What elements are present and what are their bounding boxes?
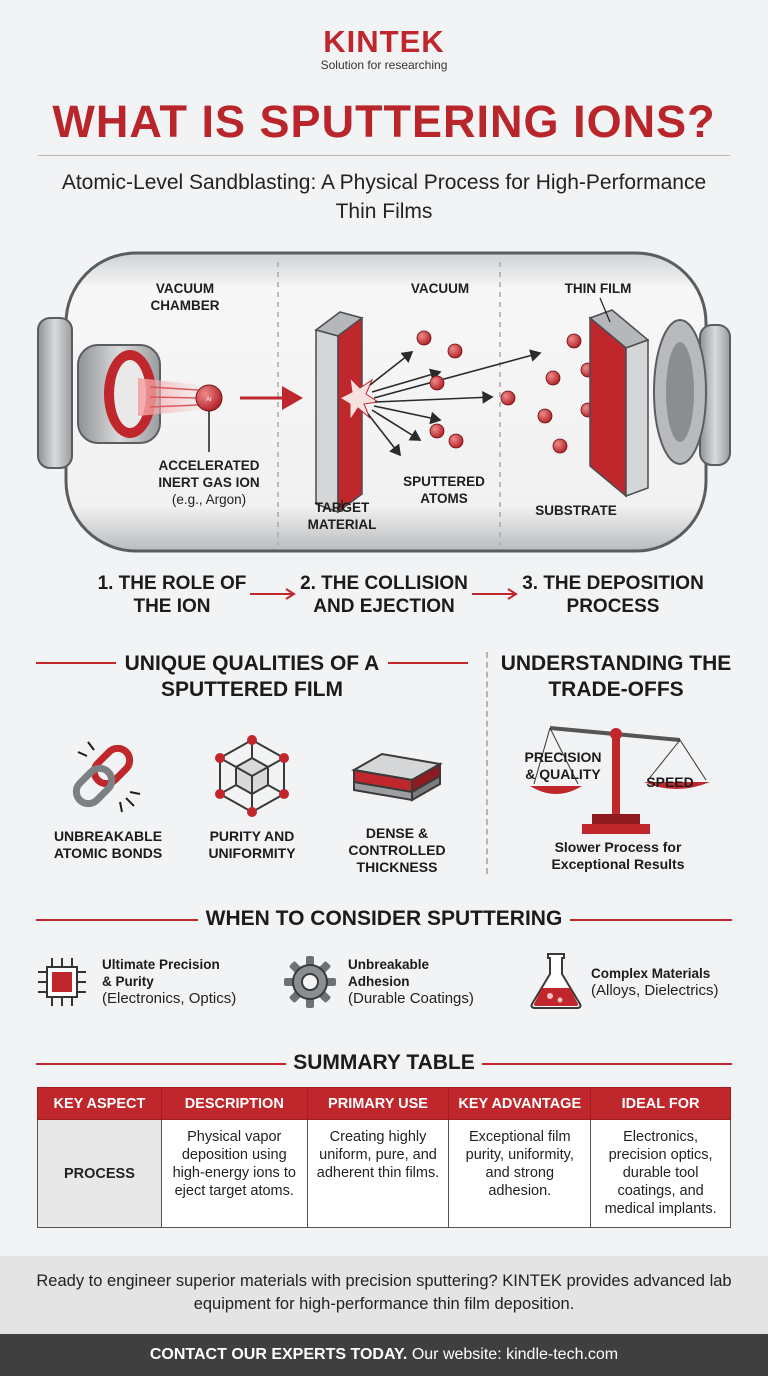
- speed-label: SPEED: [646, 774, 694, 790]
- table-cell: Physical vapor deposition using high-ene…: [160, 1119, 308, 1228]
- target-material: [315, 329, 339, 514]
- flask-icon: [530, 953, 582, 1009]
- table-cell: Electronics, precision optics, durable t…: [590, 1119, 731, 1228]
- table-row: PROCESS Physical vapor deposition using …: [37, 1119, 731, 1228]
- table-header-row: KEY ASPECT DESCRIPTION PRIMARY USE KEY A…: [37, 1087, 731, 1120]
- table-cell: PROCESS: [37, 1119, 162, 1228]
- table-cell: Exceptional film purity, uniformity, and…: [448, 1119, 592, 1228]
- title-divider: [38, 155, 730, 156]
- when-precision: Ultimate Precision & Purity (Electronics…: [102, 957, 237, 1007]
- crystal-lattice-icon: [215, 735, 289, 817]
- step-arrow-1: [250, 588, 296, 600]
- footer-bar: CONTACT OUR EXPERTS TODAY. Our website: …: [0, 1334, 768, 1376]
- layered-film-icon: [351, 752, 443, 802]
- label-ion-2: INERT GAS ION: [158, 475, 259, 490]
- when-heading: WHEN TO CONSIDER SPUTTERING: [205, 907, 563, 930]
- label-target-2: MATERIAL: [308, 517, 377, 532]
- column-header: DESCRIPTION: [160, 1087, 308, 1120]
- label-vacuum: VACUUM: [411, 281, 469, 296]
- column-header: KEY ASPECT: [37, 1087, 162, 1120]
- summary-table: KEY ASPECT DESCRIPTION PRIMARY USE KEY A…: [37, 1087, 731, 1228]
- substrate-film: [589, 316, 627, 498]
- sputtering-chamber-diagram: Ar VACUUM CHAMBER VACU: [37, 251, 731, 553]
- step-arrow-2: [472, 588, 518, 600]
- gear-icon: [284, 956, 336, 1008]
- quality-purity: PURITY AND UNIFORMITY: [208, 828, 296, 861]
- page-subtitle: Atomic-Level Sandblasting: A Physical Pr…: [61, 171, 707, 223]
- footer-cta[interactable]: CONTACT OUR EXPERTS TODAY.: [149, 1346, 408, 1363]
- brand-name: KINTEK: [323, 24, 445, 59]
- balance-scale-icon: [530, 726, 710, 834]
- label-target-1: TARGET: [315, 500, 370, 515]
- section-divider: [486, 652, 488, 874]
- label-sputtered-1: SPUTTERED: [403, 474, 485, 489]
- page-title: WHAT IS SPUTTERING IONS?: [52, 96, 716, 147]
- label-substrate: SUBSTRATE: [535, 503, 617, 518]
- tradeoffs-caption: Slower Process for Exceptional Results: [551, 839, 685, 872]
- qualities-heading: UNIQUE QUALITIES OF A SPUTTERED FILM: [124, 652, 380, 701]
- step-2: 2. THE COLLISION AND EJECTION: [300, 573, 468, 617]
- footer-website[interactable]: Our website: kindle-tech.com: [411, 1346, 619, 1363]
- summary-heading: SUMMARY TABLE: [293, 1051, 475, 1074]
- column-header: KEY ADVANTAGE: [448, 1087, 592, 1120]
- column-header: IDEAL FOR: [590, 1087, 731, 1120]
- label-vacuum-chamber-2: CHAMBER: [151, 298, 220, 313]
- table-cell: Creating highly uniform, pure, and adher…: [306, 1119, 450, 1228]
- label-thin-film: THIN FILM: [565, 281, 632, 296]
- cta-text: Ready to engineer superior materials wit…: [36, 1272, 732, 1313]
- when-complex: Complex Materials (Alloys, Dielectrics): [591, 966, 719, 999]
- quality-thickness: DENSE & CONTROLLED THICKNESS: [348, 825, 446, 875]
- quality-bonds: UNBREAKABLE ATOMIC BONDS: [53, 828, 163, 861]
- brand-header: KINTEK Solution for researching: [0, 24, 768, 72]
- label-sputtered-2: ATOMS: [420, 491, 468, 506]
- step-3: 3. THE DEPOSITION PROCESS: [522, 573, 704, 617]
- column-header: PRIMARY USE: [306, 1087, 450, 1120]
- label-ion-1: ACCELERATED: [159, 458, 260, 473]
- label-vacuum-chamber-1: VACUUM: [156, 281, 214, 296]
- precision-label: PRECISION & QUALITY: [524, 749, 602, 782]
- cta-band: [0, 1256, 768, 1334]
- tradeoffs-heading: UNDERSTANDING THE TRADE-OFFS: [500, 652, 732, 701]
- broken-chain-icon: [72, 741, 141, 813]
- label-ion-example: (e.g., Argon): [172, 492, 246, 507]
- chip-icon: [38, 958, 86, 1006]
- when-adhesion: Unbreakable Adhesion (Durable Coatings): [348, 957, 474, 1007]
- step-1: 1. THE ROLE OF THE ION: [97, 573, 247, 617]
- ion-symbol: Ar: [206, 397, 212, 403]
- brand-tagline: Solution for researching: [320, 58, 448, 72]
